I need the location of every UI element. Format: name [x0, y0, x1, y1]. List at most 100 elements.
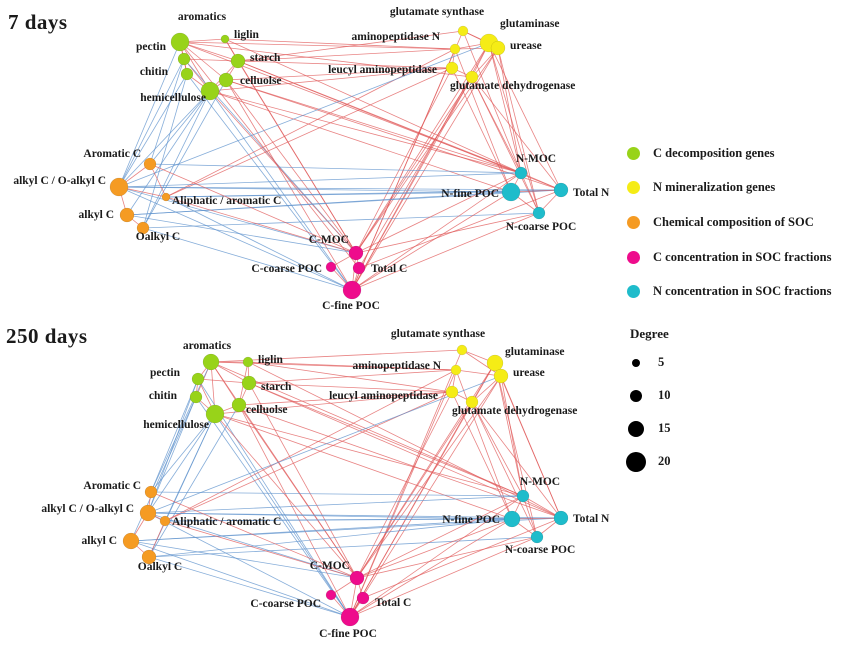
degree-item-20: 20	[624, 445, 671, 478]
network-edge	[358, 76, 473, 269]
network-edge	[355, 76, 473, 254]
legend-label: C concentration in SOC fractions	[653, 249, 832, 264]
network-edge	[209, 90, 353, 291]
network-edge	[451, 391, 513, 520]
yellow-dot-icon	[627, 181, 640, 195]
network-edge	[209, 67, 453, 92]
node-label-alkyl-c: alkyl C	[82, 535, 117, 547]
node-label-total-c: Total C	[375, 597, 411, 609]
legend-item-c-decomposition-genes: C decomposition genes	[627, 136, 831, 171]
magenta-dot-icon	[627, 250, 640, 264]
network-edge	[214, 413, 513, 520]
node-urease	[493, 368, 509, 384]
network-edge	[164, 369, 457, 522]
node-label-total-c: Total C	[371, 263, 407, 275]
degree-value: 20	[658, 454, 671, 468]
node-aminopeptidase-n	[449, 43, 461, 55]
node-chitin	[189, 390, 203, 404]
network-title-7-days: 7 days	[8, 10, 68, 34]
degree-dot-box	[624, 451, 648, 472]
network-edge	[224, 38, 522, 174]
network-edge	[179, 41, 456, 50]
node-aromatics	[202, 353, 220, 371]
network-edge	[149, 163, 357, 254]
node-label-oalkyl-c: Oalkyl C	[138, 561, 182, 573]
node-label-starch: starch	[250, 52, 281, 64]
node-total-n	[553, 510, 569, 526]
node-label-liglin: liglin	[234, 29, 260, 41]
degree-dot-box	[624, 389, 648, 402]
node-glutaminase	[486, 354, 504, 372]
node-label-c-moc: C-MOC	[310, 560, 350, 572]
node-label-hemicellulose: hemicellulose	[140, 92, 206, 104]
node-label-pectin: pectin	[150, 367, 181, 379]
network-edge	[225, 79, 522, 174]
node-n-fine-poc	[501, 182, 521, 202]
network-edge	[147, 375, 502, 514]
legend-item-n-concentration-in-soc-fractions: N concentration in SOC fractions	[627, 274, 831, 309]
legend-item-chemical-composition-of-soc: Chemical composition of SOC	[627, 205, 831, 240]
node-aminopeptidase-n	[450, 364, 462, 376]
network-edge	[351, 47, 499, 291]
node-label-aromatics: aromatics	[183, 340, 232, 352]
network-edge	[522, 495, 538, 538]
network-edge	[225, 79, 353, 291]
network-edge	[351, 212, 540, 291]
node-label-n-coarse-poc: N-coarse POC	[505, 544, 576, 556]
network-edge	[248, 382, 453, 393]
node-aromatic-c	[143, 157, 157, 171]
node-label-aromatics: aromatics	[178, 11, 227, 23]
node-label-aromatic-c: Aromatic C	[83, 480, 141, 492]
network-title-250-days: 250 days	[6, 324, 88, 348]
network-edge	[149, 58, 185, 165]
network-edge	[179, 41, 360, 269]
node-label-c-moc: C-MOC	[309, 234, 349, 246]
node-alkyl-c-o-alkyl-c	[139, 504, 157, 522]
node-label-glutamate-dehydrogenase: glutamate dehydrogenase	[452, 405, 577, 417]
node-urease	[490, 40, 506, 56]
node-leucyl-aminopeptidase	[445, 61, 459, 75]
node-alkyl-c	[119, 207, 135, 223]
network-edge	[356, 536, 538, 579]
network-edge	[247, 361, 457, 371]
node-label-oalkyl-c: Oalkyl C	[136, 231, 180, 243]
node-c-fine-poc	[342, 280, 362, 300]
network-edge	[179, 41, 227, 81]
network-edge	[494, 362, 538, 538]
node-label-n-fine-poc: N-fine POC	[442, 514, 500, 526]
network-edge	[238, 404, 562, 519]
node-total-c	[356, 591, 370, 605]
node-aromatics	[170, 32, 190, 52]
network-edge	[142, 73, 188, 229]
network-edge	[118, 172, 522, 188]
node-label-n-moc: N-MOC	[520, 476, 560, 488]
network-edge	[118, 186, 357, 254]
category-legend: C decomposition genes N mineralization g…	[627, 136, 831, 309]
network-edge	[210, 349, 463, 363]
degree-dot-icon	[632, 358, 640, 367]
network-edge	[148, 536, 538, 558]
network-edge	[471, 401, 538, 538]
network-edge	[497, 47, 522, 174]
legend-item-c-concentration-in-soc-fractions: C concentration in SOC fractions	[627, 240, 831, 275]
node-label-glutaminase: glutaminase	[500, 18, 559, 30]
network-edge	[351, 191, 512, 291]
network-edge	[238, 404, 351, 618]
network-edge	[461, 349, 502, 377]
node-label-n-moc: N-MOC	[516, 153, 556, 165]
network-edge	[130, 517, 562, 542]
degree-dot-icon	[628, 420, 644, 437]
network-edge	[183, 58, 239, 62]
network-edge	[522, 495, 562, 519]
node-c-coarse-poc	[325, 589, 337, 601]
network-edge	[237, 30, 464, 62]
network-edge	[214, 413, 358, 579]
node-liglin	[242, 356, 254, 368]
legend-label: N concentration in SOC fractions	[653, 284, 832, 299]
network-edge	[147, 512, 351, 618]
network-edge	[454, 48, 512, 193]
network-edge	[165, 196, 353, 291]
network-edge	[358, 189, 562, 269]
node-label-pectin: pectin	[136, 41, 167, 53]
